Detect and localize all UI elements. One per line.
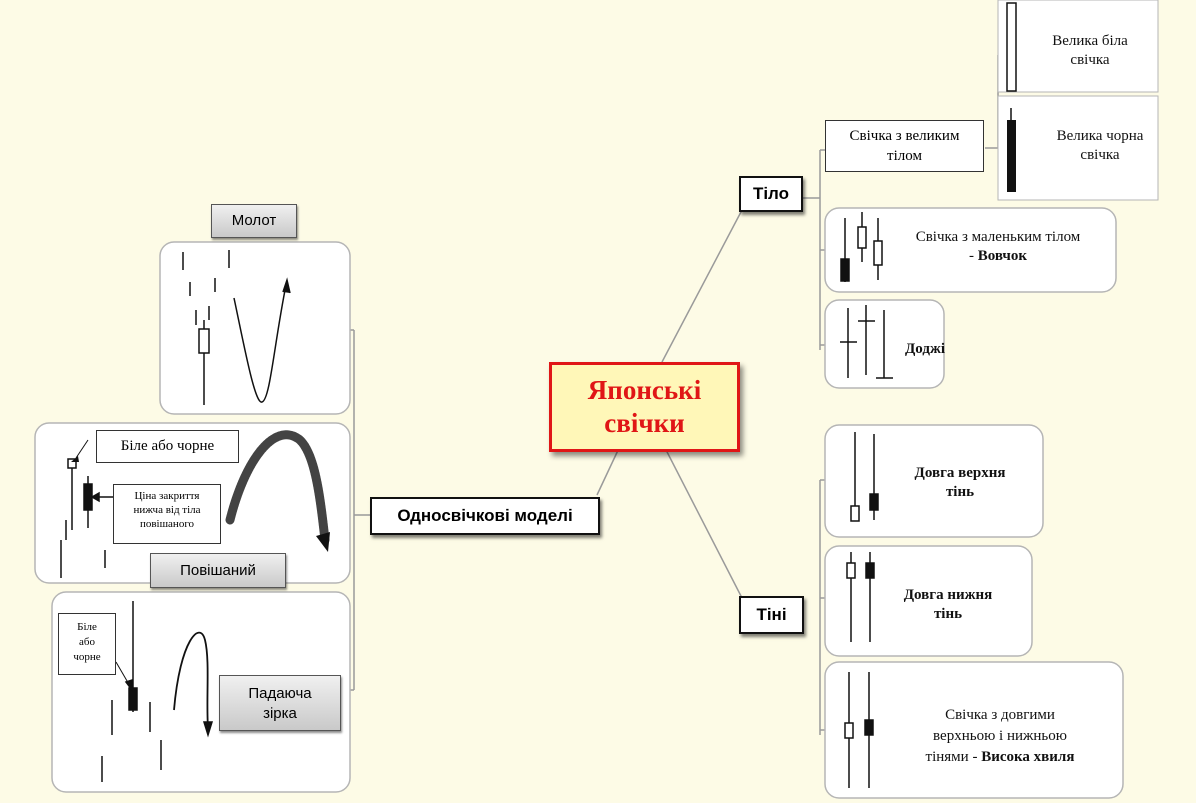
hammer-pattern-icon xyxy=(182,250,291,405)
central-topic-line1: Японські xyxy=(587,375,702,405)
big-black-label: Велика чорна свічка xyxy=(1030,127,1170,165)
big-white-label: Велика біла свічка xyxy=(1030,32,1150,70)
upper-shadow-line2: тінь xyxy=(945,483,975,500)
high-wave-label: Свічка з довгими верхньою і нижньою тіня… xyxy=(890,705,1110,768)
big-black-panel xyxy=(997,95,1159,201)
star-card xyxy=(51,591,351,793)
hanging-close-note: Ціна закриття нижча від тіла повішаного xyxy=(113,484,221,544)
central-topic-line2: свічки xyxy=(604,408,685,438)
shooting-star-label[interactable]: Падаюча зірка xyxy=(219,675,341,731)
small-body-bold: Вовчок xyxy=(977,247,1027,264)
hanging-arrow-icon xyxy=(316,532,330,552)
doji-label: Доджі xyxy=(904,341,946,357)
big-black-candle-icon xyxy=(1007,120,1016,192)
lower-shadow-label: Довга нижня тінь xyxy=(888,586,1008,624)
node-single-candle-models[interactable]: Односвічкові моделі xyxy=(370,497,600,535)
hammer-label[interactable]: Молот xyxy=(211,204,297,238)
spinning-top-icons xyxy=(840,212,883,282)
lower-shadow-line1: Довга нижня xyxy=(903,587,993,603)
star-white-black-line1: Біле xyxy=(77,621,97,633)
big-body-label[interactable]: Свічка з великим тілом xyxy=(825,120,984,172)
hanging-close-note-line1: Ціна закриття xyxy=(134,490,200,502)
doji-icons xyxy=(840,305,893,379)
big-black-line1: Велика чорна xyxy=(1056,128,1144,144)
high-wave-line3: тінями - Висока хвиля xyxy=(890,747,1110,768)
small-body-line2: - Вовчок xyxy=(893,247,1103,266)
connector-body xyxy=(661,209,743,363)
small-body-prefix: - xyxy=(968,247,978,264)
upper-shadow-line1: Довга верхня xyxy=(914,465,1006,481)
shooting-star-line1: Падаюча xyxy=(248,685,312,702)
high-wave-line2: верхньою і нижньою xyxy=(933,728,1067,744)
big-body-line1: Свічка з великим xyxy=(849,128,960,144)
node-body[interactable]: Тіло xyxy=(739,176,803,212)
hanging-white-black-label: Біле або чорне xyxy=(96,430,239,463)
high-wave-prefix: тінями - xyxy=(925,749,982,765)
star-white-black-line2: або xyxy=(79,636,95,648)
big-white-line2: свічка xyxy=(1070,51,1110,68)
upper-shadow-label: Довга верхня тінь xyxy=(895,464,1025,502)
hanging-close-note-line3: повішаного xyxy=(139,518,195,530)
shooting-star-line2: зірка xyxy=(263,705,297,722)
upper-shadow-card xyxy=(824,424,1044,538)
hanging-close-note-line2: нижча від тіла xyxy=(133,504,201,516)
connector-single xyxy=(596,445,621,496)
hanging-curve-icon xyxy=(225,430,330,545)
long-upper-shadow-icons xyxy=(850,432,879,522)
big-white-candle-icon xyxy=(1006,2,1017,92)
lower-shadow-line2: тінь xyxy=(933,605,963,622)
hammer-card xyxy=(159,241,351,415)
connector-shadows xyxy=(663,445,743,599)
small-body-card xyxy=(824,207,1117,293)
lower-shadow-card xyxy=(824,545,1033,657)
long-lower-shadow-icons xyxy=(846,552,875,642)
hanging-man-pattern-icon xyxy=(60,439,113,578)
big-white-panel xyxy=(997,0,1159,93)
small-body-line1: Свічка з маленьким тілом xyxy=(915,229,1081,245)
high-wave-line1: Свічка з довгими xyxy=(945,707,1055,723)
small-body-label: Свічка з маленьким тілом - Вовчок xyxy=(893,228,1103,266)
star-white-black-line3: чорне xyxy=(73,651,101,663)
star-white-black-label: Біле або чорне xyxy=(58,613,116,675)
both-shadow-card xyxy=(824,661,1124,799)
big-white-line1: Велика біла xyxy=(1052,33,1128,49)
high-wave-icons xyxy=(844,672,874,788)
high-wave-bold: Висока хвиля xyxy=(981,749,1075,765)
big-body-line2: тілом xyxy=(887,148,922,164)
big-black-line2: свічка xyxy=(1080,146,1120,163)
central-topic[interactable]: Японські свічки xyxy=(549,362,740,452)
node-shadows[interactable]: Тіні xyxy=(739,596,804,634)
hanging-label[interactable]: Повішаний xyxy=(150,553,286,588)
shooting-star-pattern-icon xyxy=(101,601,214,782)
